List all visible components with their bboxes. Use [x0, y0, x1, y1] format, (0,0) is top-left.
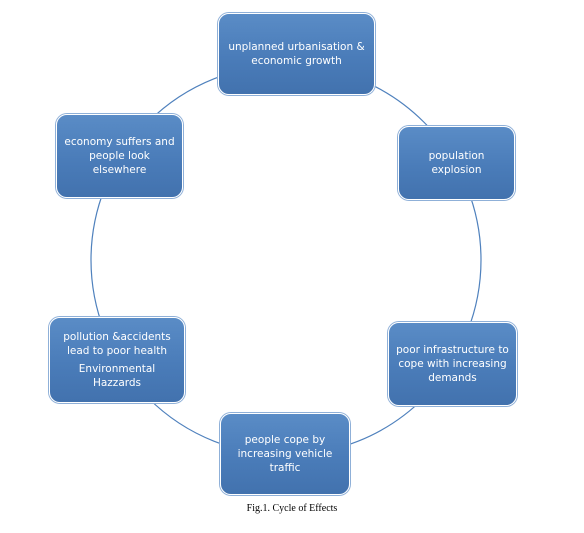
- node-urbanisation-line-1: unplanned urbanisation &: [228, 41, 365, 53]
- node-pollution-line-2: lead to poor health: [66, 345, 168, 357]
- node-economy-line-1: economy suffers and: [64, 136, 175, 148]
- node-population-line-2: explosion: [431, 164, 482, 176]
- node-pollution-health: pollution &accidents lead to poor health…: [49, 317, 185, 403]
- node-vehicle-traffic: people cope by increasing vehicle traffi…: [220, 413, 350, 495]
- node-economy-line-2: people look: [89, 150, 150, 162]
- node-pollution-sub-line-2: Hazzards: [92, 377, 142, 389]
- node-pollution-line-1: pollution &accidents: [63, 331, 171, 343]
- node-infrastructure-line-1: poor infrastructure to: [396, 344, 509, 356]
- node-poor-infrastructure: poor infrastructure to cope with increas…: [388, 322, 517, 406]
- figure-caption: Fig.1. Cycle of Effects: [246, 503, 338, 514]
- node-economy-suffers: economy suffers and people look elsewher…: [56, 114, 183, 198]
- node-unplanned-urbanisation: unplanned urbanisation & economic growth: [218, 13, 375, 95]
- node-urbanisation-line-2: economic growth: [251, 55, 342, 67]
- node-population-line-1: population: [428, 150, 485, 162]
- node-infrastructure-line-3: demands: [428, 372, 477, 384]
- node-population-explosion: population explosion: [398, 126, 515, 200]
- node-traffic-line-1: people cope by: [244, 434, 326, 446]
- node-pollution-sub-line-1: Environmental: [78, 363, 156, 375]
- node-infrastructure-line-2: cope with increasing: [398, 358, 507, 370]
- node-traffic-line-3: traffic: [269, 462, 301, 474]
- node-traffic-line-2: increasing vehicle: [237, 448, 333, 460]
- node-economy-line-3: elsewhere: [92, 164, 147, 176]
